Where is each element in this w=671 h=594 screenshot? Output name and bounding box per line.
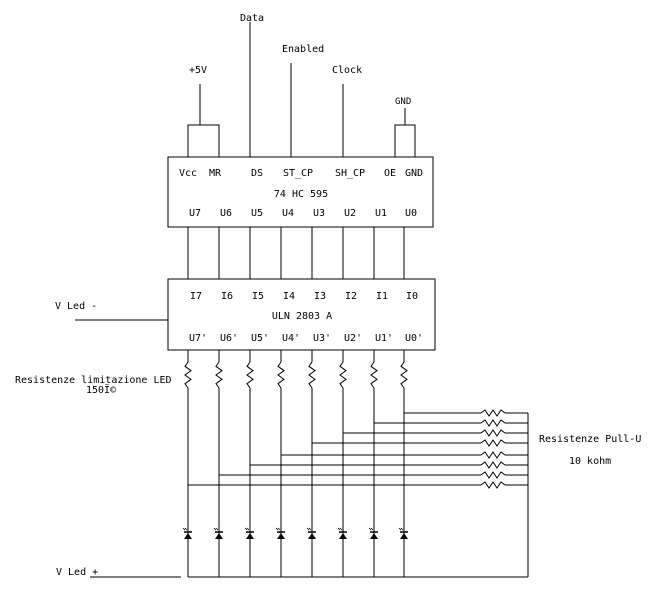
- pullup-line: [404, 409, 528, 417]
- led-icon: [182, 527, 192, 539]
- pullup-resistor-icon: [480, 451, 506, 459]
- inter-ic-wires: [187, 227, 405, 279]
- led-icon: [398, 527, 408, 539]
- uln-pin-i2: I2: [345, 291, 357, 302]
- enabled-label: Enabled: [282, 44, 324, 55]
- pullup-line: [343, 429, 528, 437]
- channel-1: [368, 350, 378, 577]
- uln-pin-u4-out: U4': [282, 333, 300, 344]
- led-resistor-icon: [400, 361, 408, 389]
- vcc-label: +5V: [189, 65, 207, 76]
- sr-pin-u3: U3: [313, 208, 325, 219]
- driver-name: ULN 2803 A: [272, 311, 332, 322]
- uln-pin-u7-out: U7': [189, 333, 207, 344]
- uln-pin-u5-out: U5': [251, 333, 269, 344]
- pullup-line: [188, 481, 528, 489]
- uln-pin-i1: I1: [376, 291, 388, 302]
- uln-pin-u2-out: U2': [344, 333, 362, 344]
- uln-pin-i5: I5: [252, 291, 264, 302]
- uln-pin-u3-out: U3': [313, 333, 331, 344]
- shift-register-body: [167, 156, 434, 228]
- sr-pin-u4: U4: [282, 208, 294, 219]
- pullup-line: [281, 451, 528, 459]
- uln-pin-i0: I0: [406, 291, 418, 302]
- vled-minus-label: V Led -: [55, 301, 97, 312]
- channel-5: [244, 350, 254, 577]
- gnd-label: GND: [395, 97, 411, 107]
- pullup-resistor-icon: [480, 429, 506, 437]
- led-resistor-icon: [339, 361, 347, 389]
- clock-label: Clock: [332, 65, 362, 76]
- uln-pin-u6-out: U6': [220, 333, 238, 344]
- sr-pin-u2: U2: [344, 208, 356, 219]
- shift-register-name: 74 HC 595: [274, 189, 328, 200]
- uln-pin-i4: I4: [283, 291, 295, 302]
- led-icon: [337, 527, 347, 539]
- uln-pin-u0-out: U0': [405, 333, 423, 344]
- sr-pin-st-cp: ST_CP: [283, 168, 313, 179]
- pullup-resistor-icon: [480, 461, 506, 469]
- sr-pin-oe: OE: [384, 168, 396, 179]
- led-resistor-icon: [246, 361, 254, 389]
- sr-pin-vcc: Vcc: [179, 168, 197, 179]
- pullup-value-label: 10 kohm: [569, 456, 611, 467]
- pullup-resistor-icon: [480, 471, 506, 479]
- uln-pin-i7: I7: [190, 291, 202, 302]
- uln-pin-i6: I6: [221, 291, 233, 302]
- uln-pin-u1-out: U1': [375, 333, 393, 344]
- sr-pin-ds: DS: [251, 168, 263, 179]
- sr-pin-u5: U5: [251, 208, 263, 219]
- led-resistor-value: 150Ï©: [86, 383, 117, 396]
- driver-body: [167, 278, 436, 351]
- vcc-mr-loop: [187, 124, 220, 157]
- pullup-network: [188, 409, 528, 489]
- led-resistor-icon: [277, 361, 285, 389]
- sr-pin-u1: U1: [375, 208, 387, 219]
- top-wires: [187, 22, 416, 157]
- sr-pin-u6: U6: [220, 208, 232, 219]
- led-resistors-label: Resistenze limitazione LED: [15, 375, 172, 386]
- led-icon: [368, 527, 378, 539]
- led-icon: [244, 527, 254, 539]
- vled-plus-label: V Led +: [56, 567, 98, 578]
- sr-pin-gnd: GND: [405, 168, 423, 179]
- pullup-line: [219, 471, 528, 479]
- sr-pin-u7: U7: [189, 208, 201, 219]
- pullup-resistor-icon: [480, 481, 506, 489]
- pullup-resistor-icon: [480, 409, 506, 417]
- pullup-resistors-label: Resistenze Pull-U: [539, 434, 641, 445]
- oe-gnd-loop: [394, 124, 416, 157]
- led-icon: [213, 527, 223, 539]
- led-resistor-icon: [370, 361, 378, 389]
- pullup-resistor-icon: [480, 419, 506, 427]
- pullup-line: [374, 419, 528, 427]
- channel-7: [182, 350, 192, 577]
- shift-register-74hc595: Vcc MR DS ST_CP SH_CP OE GND 74 HC 595 U7 U6 U5 U…: [167, 156, 434, 228]
- channel-4: [275, 350, 285, 577]
- channel-3: [306, 350, 316, 577]
- channel-0: [398, 350, 408, 577]
- led-resistor-icon: [215, 361, 223, 389]
- channel-2: [337, 350, 347, 577]
- pullup-line: [250, 461, 528, 469]
- driver-uln2803: I7 I6 I5 I4 I3 I2 I1 I0 ULN 2803 A U7' U6' U5' U4'…: [167, 278, 436, 351]
- led-channels: [182, 350, 408, 577]
- pullup-resistor-icon: [480, 439, 506, 447]
- led-resistor-icon: [184, 361, 192, 389]
- channel-6: [213, 350, 223, 577]
- sr-pin-u0: U0: [405, 208, 417, 219]
- uln-pin-i3: I3: [314, 291, 326, 302]
- sr-pin-mr: MR: [209, 168, 222, 179]
- led-icon: [275, 527, 285, 539]
- pullup-line: [312, 439, 528, 447]
- sr-pin-sh-cp: SH_CP: [335, 168, 365, 179]
- led-icon: [306, 527, 316, 539]
- data-label: Data: [240, 13, 264, 24]
- led-resistor-icon: [308, 361, 316, 389]
